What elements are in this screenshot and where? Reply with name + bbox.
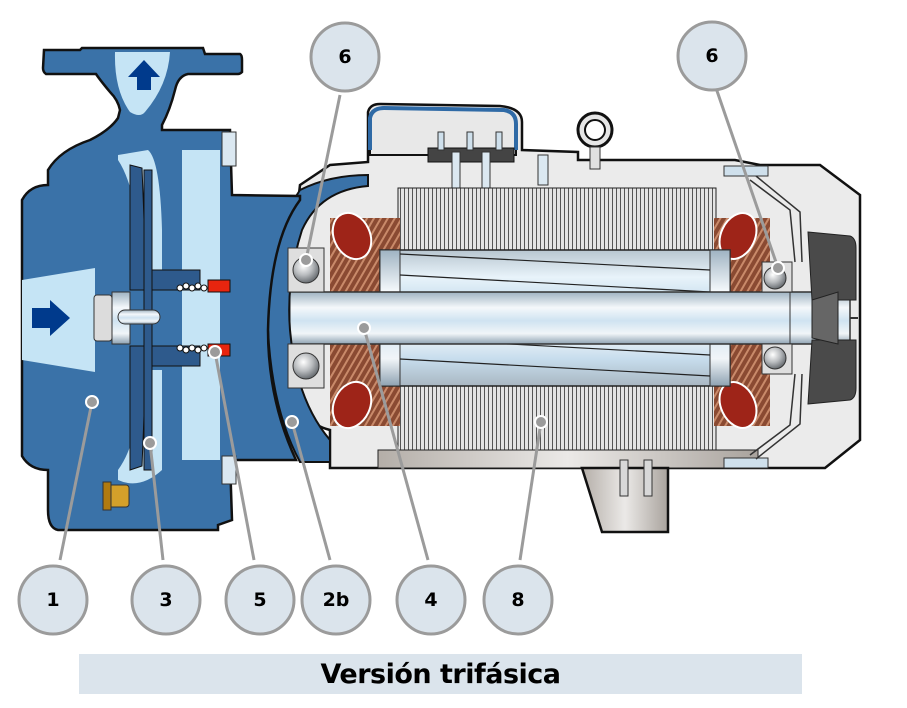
callout-label: 4 bbox=[424, 589, 437, 611]
terminal-box bbox=[368, 105, 549, 189]
callout-1: 1 bbox=[17, 564, 89, 636]
callout-8: 8 bbox=[482, 564, 554, 636]
motor-foot bbox=[377, 165, 769, 534]
callout-target-dots bbox=[85, 253, 785, 450]
stator bbox=[397, 187, 717, 451]
pump-casing bbox=[20, 46, 302, 532]
callout-6-right: 6 bbox=[676, 20, 748, 92]
callout-5: 5 bbox=[224, 564, 296, 636]
cooling-fan bbox=[807, 231, 857, 405]
lifting-eye bbox=[576, 111, 614, 170]
callout-label: 1 bbox=[46, 589, 59, 611]
end-shield bbox=[749, 175, 803, 460]
inlet-flow-arrow-icon bbox=[32, 300, 70, 336]
callout-4: 4 bbox=[395, 564, 467, 636]
callout-label: 6 bbox=[338, 46, 351, 68]
callout-3: 3 bbox=[130, 564, 202, 636]
callout-label: 2b bbox=[323, 589, 350, 611]
drain-plug-icon bbox=[102, 481, 130, 511]
outlet-flow-arrow-icon bbox=[128, 60, 160, 90]
callout-2b: 2b bbox=[300, 564, 372, 636]
casing-bolt bbox=[221, 131, 237, 167]
callout-leader-lines bbox=[58, 87, 780, 561]
caption-bar: Versión trifásica bbox=[79, 654, 802, 694]
impeller-nut bbox=[93, 291, 161, 345]
diagram-title: Versión trifásica bbox=[320, 658, 561, 690]
callout-label: 6 bbox=[705, 45, 718, 67]
callout-6-left: 6 bbox=[309, 21, 381, 93]
callout-label: 8 bbox=[511, 589, 524, 611]
callout-label: 3 bbox=[159, 589, 172, 611]
callout-label: 5 bbox=[253, 589, 266, 611]
